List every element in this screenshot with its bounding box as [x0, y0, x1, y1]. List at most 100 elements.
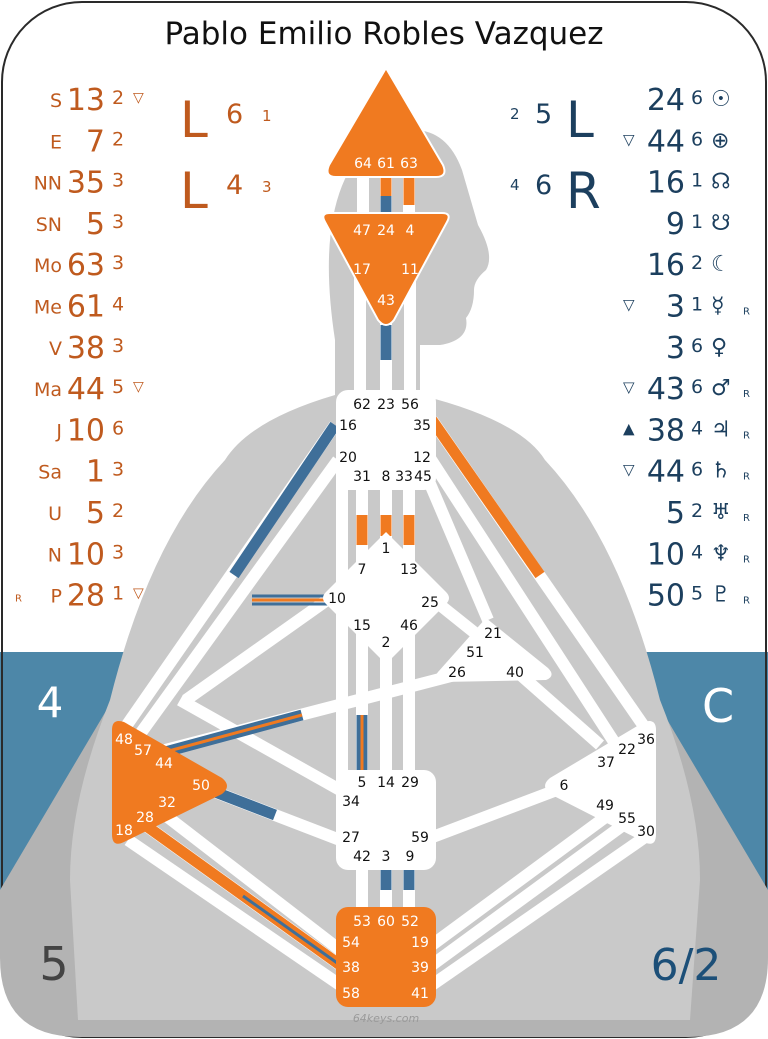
personality-gate-10: 5	[666, 496, 685, 531]
variables-left: L 6 1 L 4 3	[180, 91, 272, 220]
gate-50: 50	[192, 778, 210, 794]
design-line-4: 3	[112, 252, 124, 274]
gate-61: 61	[377, 156, 395, 172]
gate-44: 44	[155, 756, 173, 772]
gate-43: 43	[377, 293, 395, 309]
personality-line-1: 6	[691, 128, 703, 150]
personality-line-4: 2	[691, 252, 703, 274]
design-mark-7: ▽	[133, 379, 144, 395]
gate-52: 52	[401, 914, 419, 930]
gate-36: 36	[637, 732, 655, 748]
design-mark-12: ▽	[133, 586, 144, 602]
gate-54: 54	[342, 935, 360, 951]
channel-49-19	[428, 805, 619, 950]
channel-45-21	[419, 469, 494, 623]
variable-right-1-letter: L	[566, 91, 594, 149]
personality-gate-5: 3	[666, 290, 685, 325]
design-gate-11: 10	[67, 537, 105, 572]
design-gate-5: 61	[67, 290, 105, 325]
gate-53: 53	[353, 914, 371, 930]
gate-64: 64	[354, 156, 372, 172]
design-planet-11: N	[48, 544, 62, 566]
personality-symbol-3: ☋	[711, 211, 731, 236]
personality-mark-9: ▽	[623, 461, 635, 479]
personality-post-8: R	[743, 430, 750, 441]
gate-19: 19	[411, 935, 429, 951]
personality-gate-6: 3	[666, 331, 685, 366]
gate-46: 46	[400, 618, 418, 634]
personality-mark-5: ▽	[623, 296, 635, 314]
design-planet-7: Ma	[34, 379, 62, 401]
variable-right-2-number: 6	[535, 170, 552, 201]
design-gate-7: 44	[67, 372, 105, 407]
personality-mark-1: ▽	[623, 130, 635, 148]
gate-35: 35	[413, 418, 431, 434]
design-line-1: 2	[112, 128, 124, 150]
design-gate-3: 5	[86, 207, 105, 242]
personality-symbol-6: ♀	[711, 335, 727, 360]
gate-58: 58	[342, 986, 360, 1002]
personality-post-11: R	[743, 554, 750, 565]
personality-mark-8: ▲	[623, 419, 635, 437]
variables-right: 2 5 L 4 6 R	[510, 91, 601, 220]
design-planet-8: J	[55, 420, 62, 442]
corner-mid-right: C	[702, 679, 734, 733]
design-planet-9: Sa	[38, 462, 62, 484]
personality-gate-12: 50	[647, 579, 685, 614]
dual-activation-stripes	[164, 594, 364, 967]
gate-42: 42	[353, 849, 371, 865]
personality-post-5: R	[743, 307, 750, 318]
design-planet-6: V	[49, 338, 62, 360]
gate-55: 55	[618, 811, 636, 827]
gate-45: 45	[414, 469, 432, 485]
gate-30: 30	[637, 824, 655, 840]
variable-right-1-number: 5	[535, 99, 552, 130]
stripe-28-a	[242, 894, 341, 967]
gate-15: 15	[353, 618, 371, 634]
design-planet-4: Mo	[34, 255, 62, 277]
gate-6: 6	[560, 778, 569, 794]
gate-16: 16	[339, 418, 357, 434]
design-planet-5: Me	[34, 297, 62, 319]
gate-17: 17	[353, 262, 371, 278]
personality-post-9: R	[743, 472, 750, 483]
personality-line-6: 6	[691, 335, 703, 357]
design-mark-0: ▽	[133, 90, 144, 106]
gate-1: 1	[382, 541, 391, 557]
gate-48: 48	[115, 732, 133, 748]
variable-right-1-line: 2	[510, 105, 520, 123]
personality-post-12: R	[743, 596, 750, 607]
chart-title: Pablo Emilio Robles Vazquez	[164, 16, 603, 52]
personality-post-10: R	[743, 513, 750, 524]
gate-8: 8	[382, 469, 391, 485]
activation-35	[427, 416, 545, 579]
design-gate-0: 13	[67, 83, 105, 118]
g-center	[323, 532, 449, 661]
gate-18: 18	[115, 823, 133, 839]
channel-20-57	[125, 456, 343, 752]
gate-25: 25	[421, 595, 439, 611]
design-gate-1: 7	[86, 124, 105, 159]
gate-34: 34	[342, 794, 360, 810]
design-line-9: 3	[112, 459, 124, 481]
gate-57: 57	[134, 743, 152, 759]
channel-18-58	[124, 835, 344, 990]
gate-59: 59	[411, 830, 429, 846]
personality-symbol-1: ⊕	[711, 128, 729, 153]
gate-38: 38	[342, 960, 360, 976]
channel-12-22	[422, 451, 624, 752]
design-pre-12: R	[15, 594, 22, 605]
gate-39: 39	[411, 960, 429, 976]
watermark: 64keys.com	[353, 1012, 419, 1025]
channel-57-34	[177, 694, 343, 796]
activation-16	[229, 421, 340, 579]
personality-line-11: 4	[691, 541, 703, 563]
gate-41: 41	[411, 986, 429, 1002]
gate-7: 7	[358, 562, 367, 578]
sacral-center	[336, 770, 436, 870]
personality-gate-8: 38	[647, 413, 685, 448]
personality-symbol-8: ♃	[711, 417, 731, 442]
